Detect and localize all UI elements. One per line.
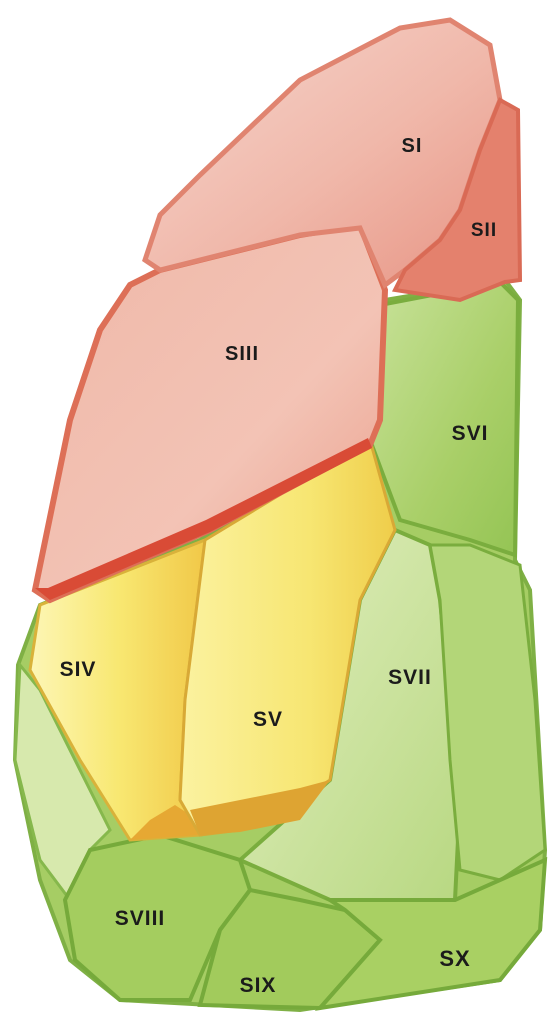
label-s6: SVI [452,422,489,445]
label-s8: SVIII [115,907,166,930]
label-s3: SIII [225,343,259,365]
label-s1: SI [402,135,423,157]
label-s2: SII [471,220,497,241]
label-s9: SIX [240,974,277,997]
label-s5: SV [253,708,283,731]
label-s7: SVII [388,666,432,689]
label-s10: SX [439,946,470,971]
label-s4: SIV [60,658,97,681]
